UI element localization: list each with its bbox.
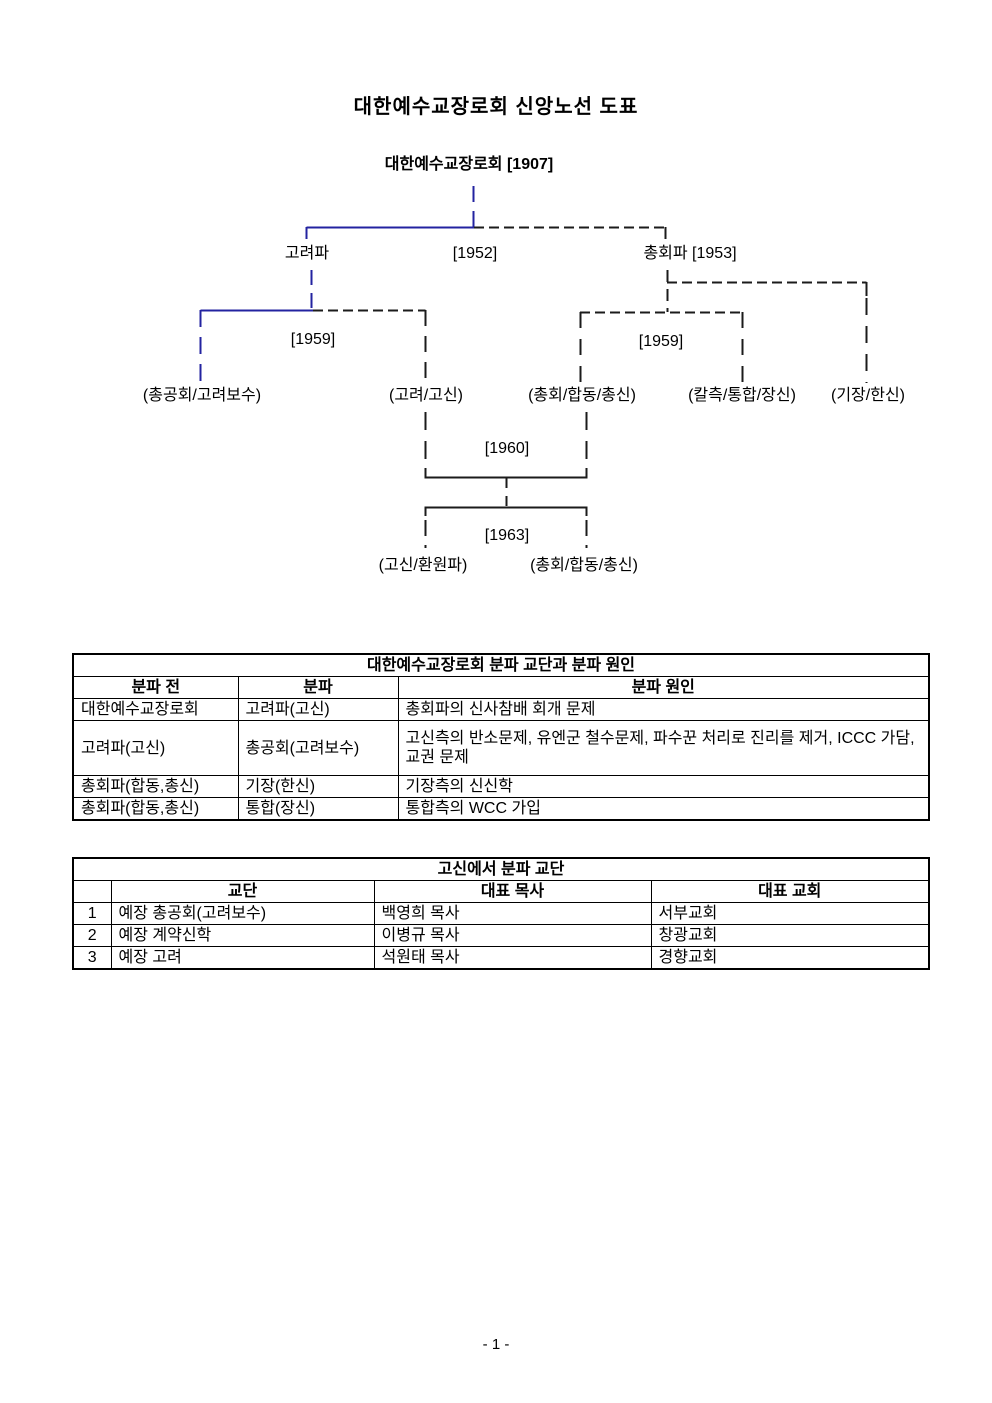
table2-cell: 이병규 목사 [373,924,652,947]
table-row: 1 예장 총공회(고려보수) 백영희 목사 서부교회 [72,902,930,925]
table1-cell: 기장측의 신신학 [397,775,930,798]
table-row: 대한예수교장로회 분파 교단과 분파 원인 [72,653,930,677]
table1-cell: 총공회(고려보수) [237,720,399,776]
table1-cell: 고려파(고신) [72,720,239,776]
table-row: 고려파(고신) 총공회(고려보수) 고신측의 반소문제, 유엔군 철수문제, 파… [72,720,930,776]
table-row: 고신에서 분파 교단 [72,857,930,881]
table1-cell: 기장(한신) [237,775,399,798]
table2-header-pastor: 대표 목사 [373,880,652,903]
table1-header-cause: 분파 원인 [397,676,930,699]
table1-header-before-split: 분파 전 [72,676,239,699]
tree-node-goryeo-gosin: (고려/고신) [389,387,463,404]
table1-cell: 대한예수교장로회 [72,698,239,721]
table2-header-church: 대표 교회 [650,880,930,903]
lineage-tree-diagram: 대한예수교장로회 [1907] 고려파 [1952] 총회파 [1953] [1… [0,0,992,600]
table2-cell: 2 [72,924,112,947]
tree-node-chonghoe-hapdong: (총회/합동/총신) [528,387,636,404]
table2-header-number [72,880,112,903]
table2-cell: 예장 계약신학 [110,924,375,947]
table2-cell: 창광교회 [650,924,930,947]
tree-node-kalcheuk-tonghap: (칼측/통합/장신) [688,387,796,404]
table-row: 교단 대표 목사 대표 교회 [72,880,930,903]
tree-node-gosin-hwanwonpa: (고신/환원파) [378,557,468,574]
table1-cell: 총회파의 신사참배 회개 문제 [397,698,930,721]
table-row: 총회파(합동,총신) 통합(장신) 통합측의 WCC 가입 [72,797,930,821]
table-row: 2 예장 계약신학 이병규 목사 창광교회 [72,924,930,947]
table2-cell: 백영희 목사 [373,902,652,925]
tree-lines [199,186,868,548]
tree-year-1959-right: [1959] [638,333,684,350]
tree-year-1963: [1963] [484,527,530,544]
root-branch-lines [305,186,667,239]
split-causes-table: 대한예수교장로회 분파 교단과 분파 원인 분파 전 분파 분파 원인 대한예수… [72,653,930,821]
tree-node-chonggonghoe: (총공회/고려보수) [142,387,262,404]
split-1963-lines [424,506,588,548]
tree-node-chonghoe-hapdong-2: (총회/합동/총신) [530,557,638,574]
table1-cell: 총회파(합동,총신) [72,775,239,798]
tree-year-1952: [1952] [452,245,498,262]
table2-header-denomination: 교단 [110,880,375,903]
table1-title: 대한예수교장로회 분파 교단과 분파 원인 [72,653,930,677]
table2-cell: 1 [72,902,112,925]
page-title: 대한예수교장로회 신앙노선 도표 [353,96,639,118]
page-number: - 1 - [482,1336,510,1353]
chonghoepa-branch-lines [579,270,868,383]
tree-node-chonghoepa-1953: 총회파 [1953] [643,245,737,262]
table-row: 분파 전 분파 분파 원인 [72,676,930,699]
table2-title: 고신에서 분파 교단 [72,857,930,881]
table1-cell: 고려파(고신) [237,698,399,721]
table1-cell: 총회파(합동,총신) [72,797,239,821]
merge-1960-lines [424,412,588,507]
table1-header-split: 분파 [237,676,399,699]
tree-year-1959-left: [1959] [290,331,336,348]
table-row: 총회파(합동,총신) 기장(한신) 기장측의 신신학 [72,775,930,798]
table-row: 3 예장 고려 석원태 목사 경향교회 [72,946,930,970]
table1-cell: 통합측의 WCC 가입 [397,797,930,821]
tree-node-goryeopa: 고려파 [284,245,330,262]
table2-cell: 예장 고려 [110,946,375,970]
table2-cell: 경향교회 [650,946,930,970]
tree-node-gijang-hansin: (기장/한신) [831,387,905,404]
gosin-splits-table: 고신에서 분파 교단 교단 대표 목사 대표 교회 1 예장 총공회(고려보수)… [72,857,930,970]
goryeopa-branch-lines [199,270,427,383]
table2-cell: 예장 총공회(고려보수) [110,902,375,925]
tree-year-1960: [1960] [484,440,530,457]
table1-cell: 고신측의 반소문제, 유엔군 철수문제, 파수꾼 처리로 진리를 제거, ICC… [397,720,930,776]
table-row: 대한예수교장로회 고려파(고신) 총회파의 신사참배 회개 문제 [72,698,930,721]
table2-cell: 석원태 목사 [373,946,652,970]
table2-cell: 3 [72,946,112,970]
table2-cell: 서부교회 [650,902,930,925]
table1-cell: 통합(장신) [237,797,399,821]
tree-root-label: 대한예수교장로회 [1907] [384,156,554,173]
